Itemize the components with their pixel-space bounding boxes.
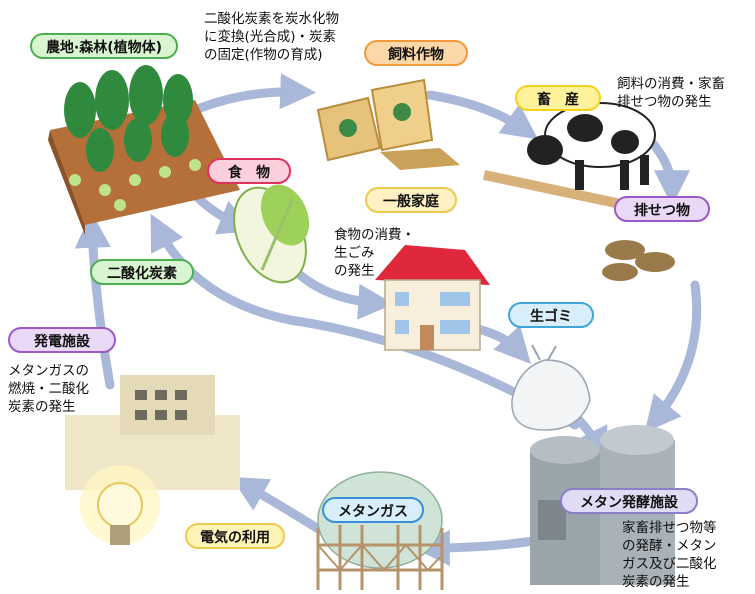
arrow-excreta-to-plant	[644, 280, 702, 433]
label-methane-gas: メタンガス	[322, 497, 424, 523]
label-garbage: 生ゴミ	[508, 302, 594, 328]
label-excreta: 排せつ物	[614, 196, 710, 222]
label-food: 食 物	[207, 158, 291, 184]
note-household: 食物の消費・ 生ごみ の発生	[334, 227, 415, 279]
farmland-illustration	[48, 65, 240, 235]
note-livestock: 飼料の消費・家畜 排せつ物の発生	[617, 76, 725, 110]
arrow-farm-to-feed	[190, 73, 317, 115]
label-farmland: 農地·森林(植物体)	[30, 33, 178, 59]
arrow-livestock-to-excreta	[645, 135, 690, 207]
excreta-illustration	[602, 240, 675, 281]
gas-holder-illustration	[316, 471, 444, 590]
label-electricity: 電気の利用	[185, 523, 285, 549]
label-power-plant: 発電施設	[8, 327, 116, 353]
garbage-bag-illustration	[511, 344, 591, 431]
cow-illustration	[482, 102, 657, 217]
power-plant-illustration	[65, 375, 240, 490]
arrow-gas-to-power	[230, 476, 325, 535]
note-photosynthesis: 二酸化炭素を炭水化物 に変換(光合成)・炭素 の固定(作物の育成)	[204, 11, 339, 63]
arrow-plant-to-gas	[413, 529, 545, 566]
cabbage-illustration	[233, 184, 310, 284]
arrow-feed-to-livestock	[425, 90, 539, 140]
label-livestock: 畜 産	[515, 85, 601, 111]
arrow-power-to-farm	[74, 211, 115, 390]
arrow-food-to-household	[295, 270, 395, 320]
label-household: 一般家庭	[365, 187, 457, 213]
feed-bags-illustration	[316, 78, 460, 170]
light-bulb-illustration	[80, 465, 160, 545]
note-methane-plant: 家畜排せつ物等 の発酵・メタン ガス及び二酸化 炭素の発生	[622, 520, 717, 590]
house-illustration	[375, 245, 490, 351]
label-feed-crops: 飼料作物	[364, 40, 468, 66]
note-power-plant: メタンガスの 燃焼・二酸化 炭素の発生	[8, 363, 89, 415]
label-co2: 二酸化炭素	[90, 259, 194, 285]
label-methane-plant: メタン発酵施設	[560, 488, 698, 514]
